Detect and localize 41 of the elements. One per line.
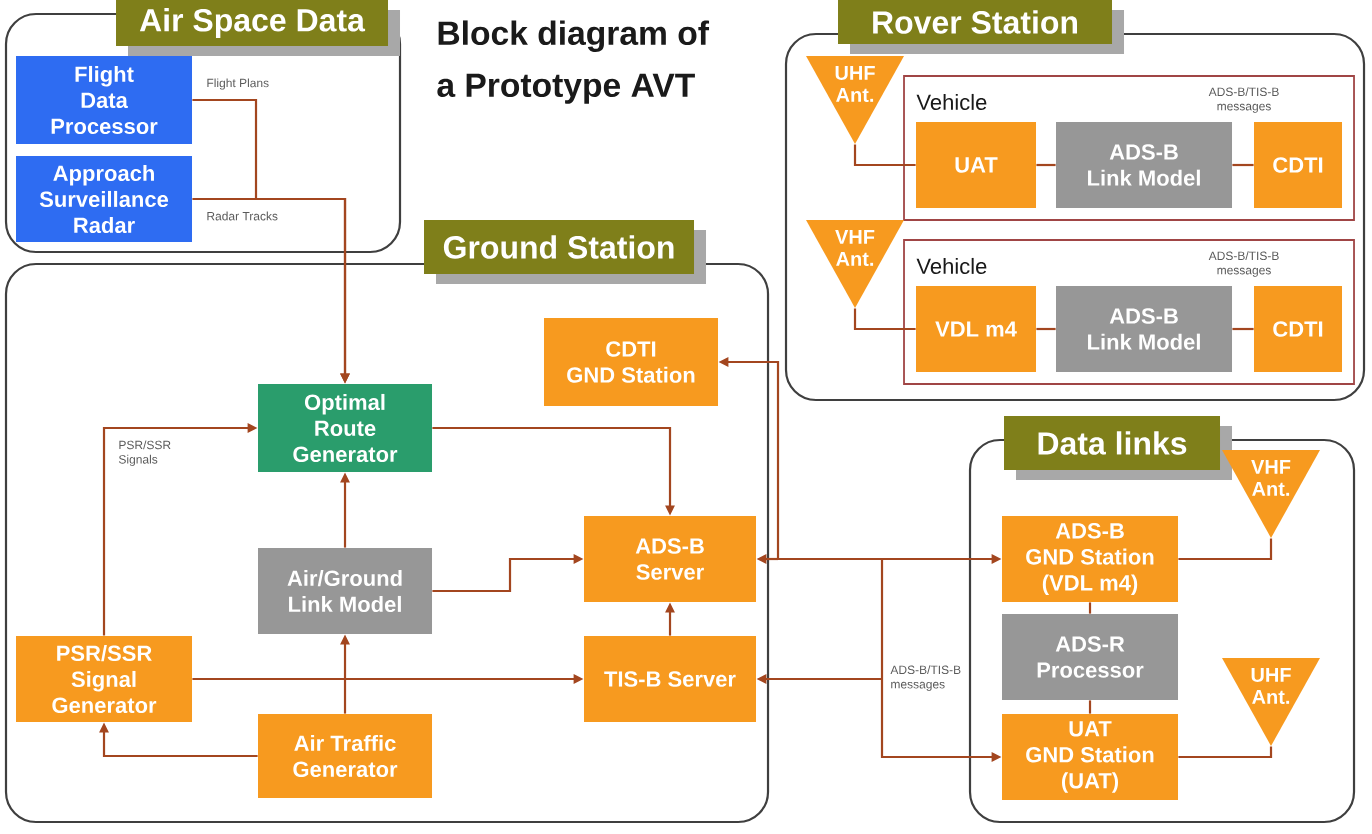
antenna-triangle: UHF Ant. bbox=[806, 56, 904, 144]
connector-line bbox=[880, 559, 884, 679]
connector-line bbox=[853, 144, 916, 167]
connector-line bbox=[778, 557, 882, 561]
process-box: UAT GND Station (UAT) bbox=[1002, 714, 1178, 800]
connector-line bbox=[1232, 327, 1254, 331]
antenna-triangle: VHF Ant. bbox=[1222, 450, 1320, 538]
connector-line bbox=[1178, 538, 1273, 561]
process-box: PSR/SSR Signal Generator bbox=[16, 636, 192, 722]
process-box: ADS-B GND Station (VDL m4) bbox=[1002, 516, 1178, 602]
connector-line bbox=[1036, 327, 1056, 331]
process-box: Optimal Route Generator bbox=[258, 384, 432, 472]
connector-line bbox=[1088, 700, 1092, 714]
process-box: CDTI GND Station bbox=[544, 318, 718, 406]
process-box: ADS-R Processor bbox=[1002, 614, 1178, 700]
heading-tab: Rover Station bbox=[838, 0, 1124, 54]
process-box: Flight Data Processor bbox=[16, 56, 192, 144]
process-box: Air/Ground Link Model bbox=[258, 548, 432, 634]
process-box: ADS-B Link Model bbox=[1056, 122, 1232, 208]
connector-line bbox=[1178, 746, 1273, 759]
connector-line bbox=[1088, 602, 1092, 614]
diagram-title: Block diagram of a Prototype AVT bbox=[437, 20, 710, 104]
antenna-triangle: VHF Ant. bbox=[806, 220, 904, 308]
process-box: CDTI bbox=[1254, 286, 1342, 372]
process-box: Approach Surveillance Radar bbox=[16, 156, 192, 242]
heading-tab: Data links bbox=[1004, 416, 1232, 480]
heading-tab: Air Space Data bbox=[116, 0, 400, 56]
process-box: ADS-B Server bbox=[584, 516, 756, 602]
connector-line bbox=[853, 308, 916, 331]
connector-line bbox=[1036, 163, 1056, 167]
heading-tab: Ground Station bbox=[424, 220, 706, 284]
process-box: TIS-B Server bbox=[584, 636, 756, 722]
antenna-triangle: UHF Ant. bbox=[1222, 658, 1320, 746]
process-box: UAT bbox=[916, 122, 1036, 208]
frame-title: Vehicle bbox=[916, 93, 987, 111]
process-box: ADS-B Link Model bbox=[1056, 286, 1232, 372]
process-box: Air Traffic Generator bbox=[258, 714, 432, 798]
process-box: VDL m4 bbox=[916, 286, 1036, 372]
connector-line bbox=[1232, 163, 1254, 167]
process-box: CDTI bbox=[1254, 122, 1342, 208]
frame-title: Vehicle bbox=[916, 257, 987, 275]
